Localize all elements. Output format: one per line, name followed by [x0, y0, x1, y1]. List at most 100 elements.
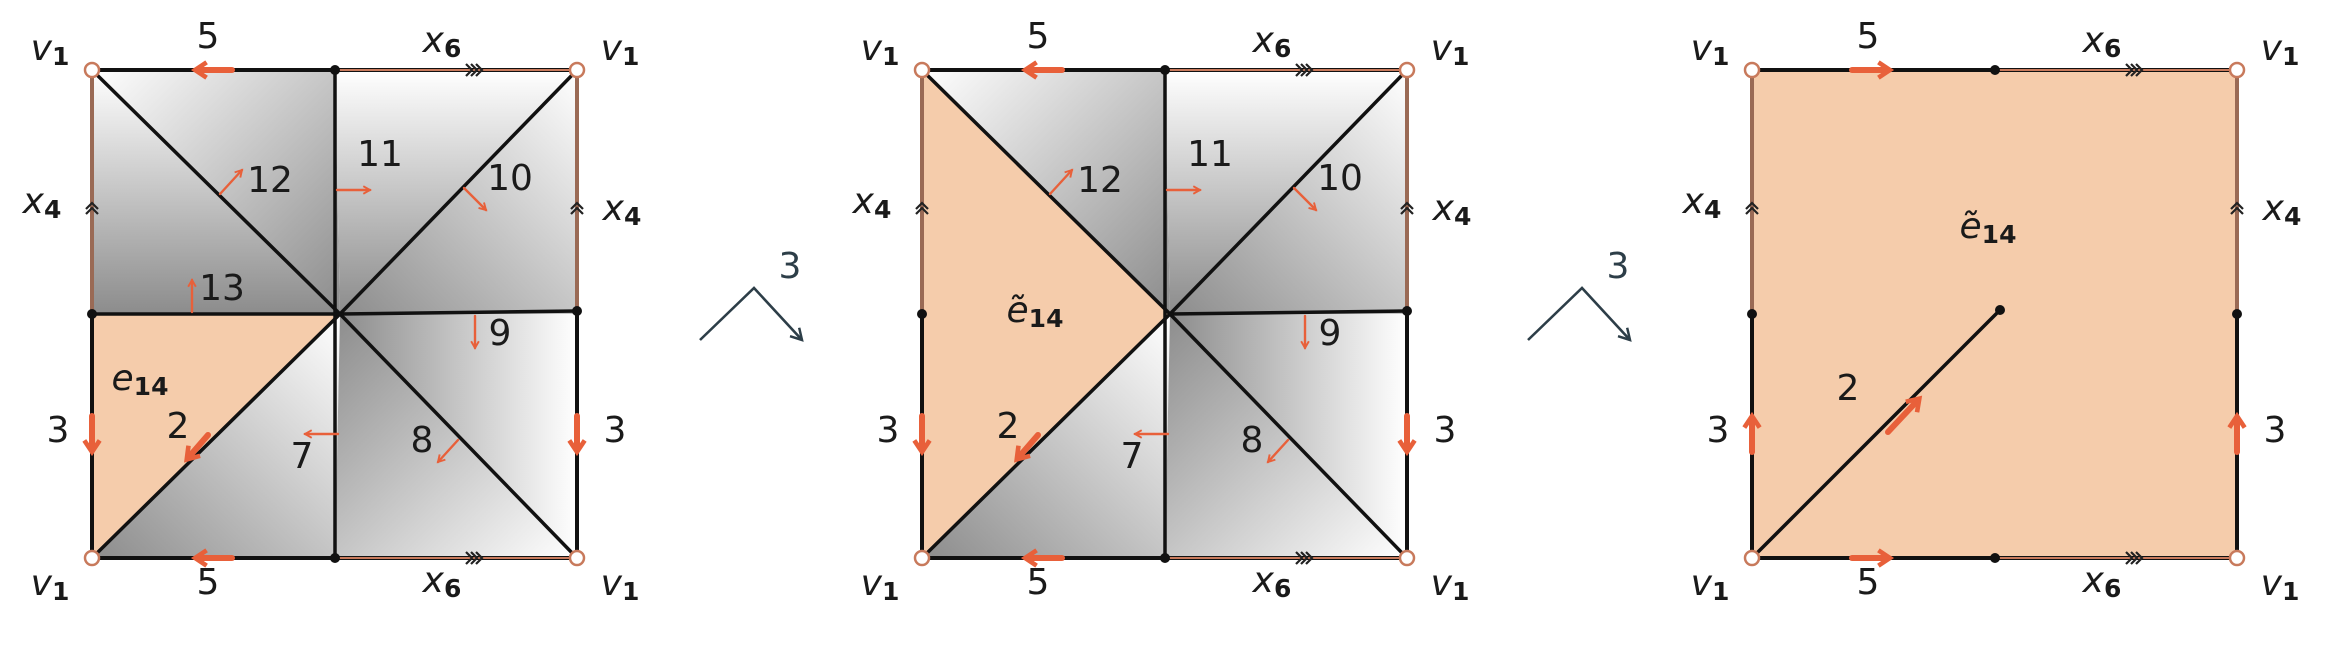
- vertex-label-top-left: v1: [31, 28, 70, 71]
- edge-label-5-bottom: 5: [1027, 562, 1050, 603]
- vertex-mid-bottom: [1160, 553, 1170, 563]
- edge-arrow-2: [1014, 432, 1041, 463]
- edge-label-5-top: 5: [197, 16, 220, 57]
- side-label-x6-bottom: x6: [1252, 560, 1292, 603]
- side-marker-x6-bottom: [465, 551, 484, 565]
- vertex-label-bottom-right: v1: [601, 563, 640, 606]
- vertex-mid-top: [1160, 65, 1170, 75]
- side-marker-x4-left: [85, 201, 99, 215]
- vertex-mid-right: [1402, 306, 1412, 316]
- side-label-x4-left: x4: [22, 181, 62, 224]
- triangle-orientation-10: [1292, 186, 1318, 212]
- edge-label-5-bottom: 5: [1857, 562, 1880, 603]
- region-e14-tilde: [922, 70, 1170, 558]
- vertex-v1-top-right: [2228, 61, 2246, 79]
- vertex-mid-bottom: [330, 553, 340, 563]
- step-label-1: 3: [779, 246, 802, 287]
- vertex-mid-top: [1990, 65, 2000, 75]
- edge-label-3-right: 3: [2264, 410, 2287, 451]
- step-arrow-2: 3: [1527, 246, 1632, 342]
- vertex-v1-bottom-left: [913, 549, 931, 567]
- vertex-mid-left: [917, 309, 927, 319]
- side-marker-x6-top: [1295, 63, 1314, 77]
- vertex-v1-bottom-right: [2228, 549, 2246, 567]
- step-arrow-1: 3: [699, 246, 804, 342]
- edge-label-5-top: 5: [1857, 16, 1880, 57]
- side-label-x4-left: x4: [852, 181, 892, 224]
- triangle-label-11: 11: [1187, 134, 1233, 175]
- inner-edge-2: [1750, 308, 2002, 560]
- side-label-x4-right: x4: [1432, 188, 1472, 231]
- vertex-label-top-right: v1: [601, 28, 640, 71]
- edge-arrow-2: [184, 432, 211, 463]
- side-marker-x6-top: [2125, 63, 2144, 77]
- side-marker-x4-right: [570, 201, 584, 215]
- triangle-label-9: 9: [1319, 313, 1342, 354]
- triangle-label-10: 10: [1317, 158, 1363, 199]
- triangle-label-7: 7: [291, 436, 314, 477]
- vertex-label-top-right: v1: [2261, 28, 2300, 71]
- side-marker-x4-right: [2230, 201, 2244, 215]
- edge-diag-tl: [920, 68, 1172, 316]
- triangle-label-10: 10: [487, 158, 533, 199]
- side-label-x4-right: x4: [602, 188, 642, 231]
- edge-label-5-bottom: 5: [197, 562, 220, 603]
- edge-label-3-left: 3: [1707, 410, 1730, 451]
- triangle-orientation-8: [436, 438, 460, 464]
- vertex-v1-bottom-right: [1398, 549, 1416, 567]
- inner-edge-label-2: 2: [1837, 368, 1860, 409]
- triangle-label-12: 12: [1077, 160, 1123, 201]
- vertex-v1-top-left: [83, 61, 101, 79]
- vertex-mid-right: [572, 306, 582, 316]
- vertex-mid-left: [1747, 309, 1757, 319]
- step-label-2: 3: [1607, 246, 1630, 287]
- vertex-v1-bottom-left: [83, 549, 101, 567]
- vertex-v1-top-right: [568, 61, 586, 79]
- triangle-label-7: 7: [1121, 436, 1144, 477]
- side-marker-x6-bottom: [1295, 551, 1314, 565]
- region-label-e14-tilde: ẽ14: [1960, 206, 2017, 249]
- triangle-orientation-12: [1048, 168, 1074, 196]
- vertex-interior: [1995, 305, 2005, 315]
- vertex-label-bottom-left: v1: [861, 563, 900, 606]
- vertex-mid-bottom: [1990, 553, 2000, 563]
- vertex-v1-top-left: [913, 61, 931, 79]
- edge-horizontal-right: [338, 309, 579, 316]
- edge-label-5-top: 5: [1027, 16, 1050, 57]
- side-label-x6-bottom: x6: [422, 560, 462, 603]
- edge-label-3-right: 3: [1434, 410, 1457, 451]
- edge-diag-bl: [920, 312, 1172, 560]
- edge-horizontal-right: [1168, 309, 1409, 316]
- vertex-label-bottom-left: v1: [31, 563, 70, 606]
- triangle-label-2: 2: [167, 406, 190, 447]
- edge-diag-tr: [1168, 68, 1409, 316]
- triangle-label-12: 12: [247, 160, 293, 201]
- edge-diag-br: [338, 312, 579, 560]
- side-marker-x4-left: [915, 201, 929, 215]
- edge-label-3-left: 3: [877, 410, 900, 451]
- vertex-label-top-right: v1: [1431, 28, 1470, 71]
- vertex-label-bottom-left: v1: [1691, 563, 1730, 606]
- edge-label-3-right: 3: [604, 410, 627, 451]
- edge-diag-tl: [90, 68, 342, 316]
- side-label-x6-bottom: x6: [2082, 560, 2122, 603]
- region-label-e14-tilde: ẽ14: [1007, 290, 1064, 333]
- vertex-label-top-left: v1: [861, 28, 900, 71]
- edge-diag-br: [1168, 312, 1409, 560]
- vertex-v1-bottom-left: [1743, 549, 1761, 567]
- side-label-x4-left: x4: [1682, 181, 1722, 224]
- vertex-mid-top: [330, 65, 340, 75]
- vertex-v1-top-right: [1398, 61, 1416, 79]
- triangle-orientation-10: [462, 186, 488, 212]
- triangle-label-8: 8: [1241, 420, 1264, 461]
- edge-label-3-left: 3: [47, 410, 70, 451]
- side-marker-x6-bottom: [2125, 551, 2144, 565]
- triangle-label-13: 13: [199, 268, 245, 309]
- triangle-label-2: 2: [997, 406, 1020, 447]
- vertex-v1-bottom-right: [568, 549, 586, 567]
